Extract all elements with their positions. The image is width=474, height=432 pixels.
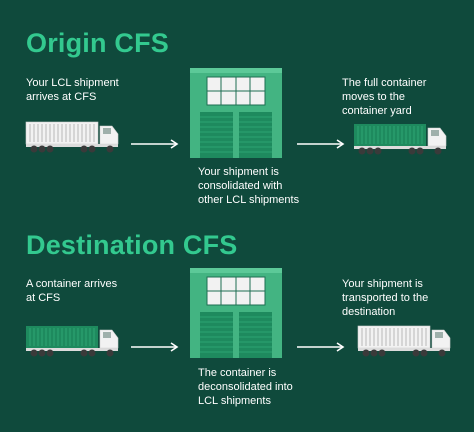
- arrow-right-icon: [131, 139, 179, 149]
- origin-step3-caption: The full container moves to the containe…: [342, 77, 427, 117]
- truck-icon: [357, 325, 451, 357]
- truck-icon: [25, 121, 119, 153]
- destination-step2-caption: The container is deconsolidated into LCL…: [198, 367, 293, 407]
- destination-step3-caption: Your shipment is transported to the dest…: [342, 278, 429, 318]
- arrow-right-icon: [131, 342, 179, 352]
- destination-step1-caption: A container arrives at CFS: [26, 278, 118, 304]
- origin-heading: Origin CFS: [26, 28, 169, 58]
- truck-icon: [26, 326, 119, 357]
- arrow-right-icon: [297, 139, 345, 149]
- origin-step2-caption: Your shipment is consolidated with other…: [198, 166, 300, 206]
- arrow-right-icon: [297, 342, 345, 352]
- destination-heading: Destination CFS: [26, 230, 238, 260]
- warehouse-icon: [190, 268, 282, 358]
- warehouse-icon: [190, 68, 282, 158]
- truck-icon: [354, 124, 447, 155]
- origin-step1-caption: Your LCL shipment arrives at CFS: [26, 77, 119, 103]
